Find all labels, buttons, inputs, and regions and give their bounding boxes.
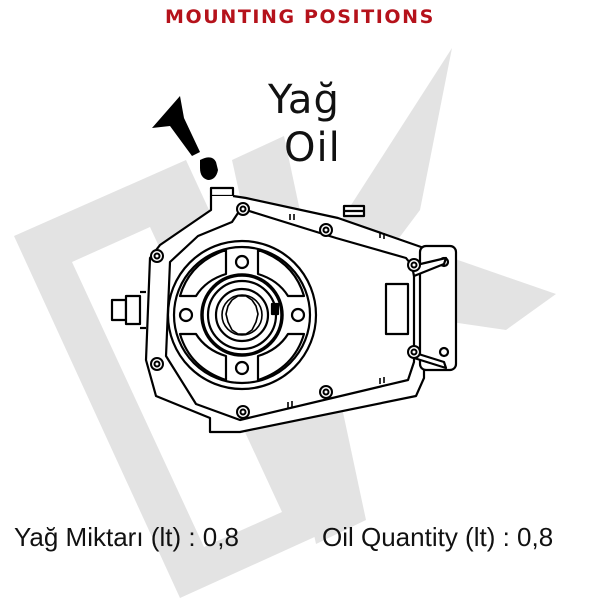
oil-can-icon [152, 96, 218, 180]
gearbox-drawing [110, 186, 458, 434]
oil-quantity-turkish: Yağ Miktarı (lt) : 0,8 [14, 522, 239, 552]
housing-bolts [150, 202, 421, 419]
oil-label-turkish: Yağ [268, 77, 340, 123]
oil-quantity-footer: Yağ Miktarı (lt) : 0,8 Oil Quantity (lt)… [0, 522, 600, 558]
oil-label-english: Oil [284, 125, 341, 171]
page-title: MOUNTING POSITIONS [165, 6, 435, 28]
oil-quantity-english: Oil Quantity (lt) : 0,8 [322, 522, 554, 552]
housing-tick-marks [287, 214, 385, 408]
